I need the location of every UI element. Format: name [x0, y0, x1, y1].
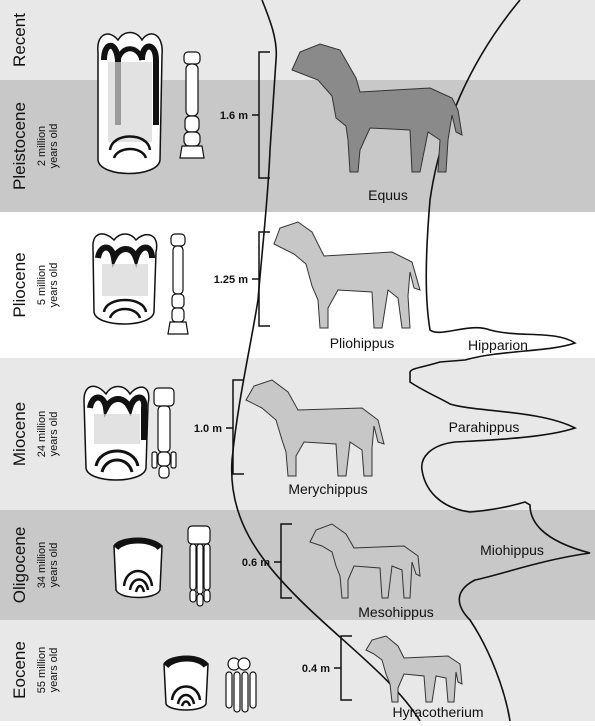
tooth-pliohippus — [93, 234, 157, 324]
height-label-mesohippus: 0.6 m — [242, 557, 270, 569]
epoch-age-line1: 5 million — [36, 265, 48, 305]
band-eocene — [0, 620, 595, 721]
genus-label-hyracotherium: Hyracotherium — [392, 704, 483, 720]
tooth-hyracotherium — [164, 657, 208, 711]
tooth-mesohippus — [114, 539, 162, 598]
epoch-age-line2: years old — [48, 648, 60, 693]
epoch-label-recent: Recent — [10, 13, 29, 67]
epoch-name: Miocene — [10, 402, 29, 466]
epoch-name: Pliocene — [10, 252, 29, 317]
height-label-pliohippus: 1.25 m — [214, 274, 248, 286]
foot-bone-mesohippus — [188, 526, 210, 606]
genus-label-mesohippus: Mesohippus — [358, 604, 434, 620]
epoch-age-line2: years old — [48, 263, 60, 308]
tooth-merychippus — [84, 386, 149, 480]
genus-label-hipparion: Hipparion — [468, 337, 528, 353]
epoch-name: Pleistocene — [10, 102, 29, 190]
band-oligocene — [0, 510, 595, 620]
epoch-name: Eocene — [10, 641, 29, 699]
height-label-hyracotherium: 0.4 m — [302, 663, 330, 675]
height-label-merychippus: 1.0 m — [194, 423, 222, 435]
epoch-age-line2: years old — [48, 412, 60, 457]
genus-label-pliohippus: Pliohippus — [330, 335, 395, 351]
epoch-age-line2: years old — [48, 124, 60, 169]
epoch-age-line1: 34 million — [36, 542, 48, 588]
epoch-name: Recent — [10, 13, 29, 67]
height-label-equus: 1.6 m — [220, 110, 248, 122]
tooth-equus — [98, 33, 162, 174]
genus-label-miohippus: Miohippus — [480, 542, 544, 558]
band-pleistocene — [0, 80, 595, 212]
genus-label-equus: Equus — [368, 187, 408, 203]
epoch-age-line1: 55 million — [36, 647, 48, 693]
genus-label-merychippus: Merychippus — [288, 481, 367, 497]
epoch-age-line2: years old — [48, 543, 60, 588]
epoch-name: Oligocene — [10, 527, 29, 604]
epoch-age-line1: 24 million — [36, 411, 48, 457]
genus-label-parahippus: Parahippus — [449, 419, 520, 435]
epoch-age-line1: 2 million — [36, 126, 48, 166]
